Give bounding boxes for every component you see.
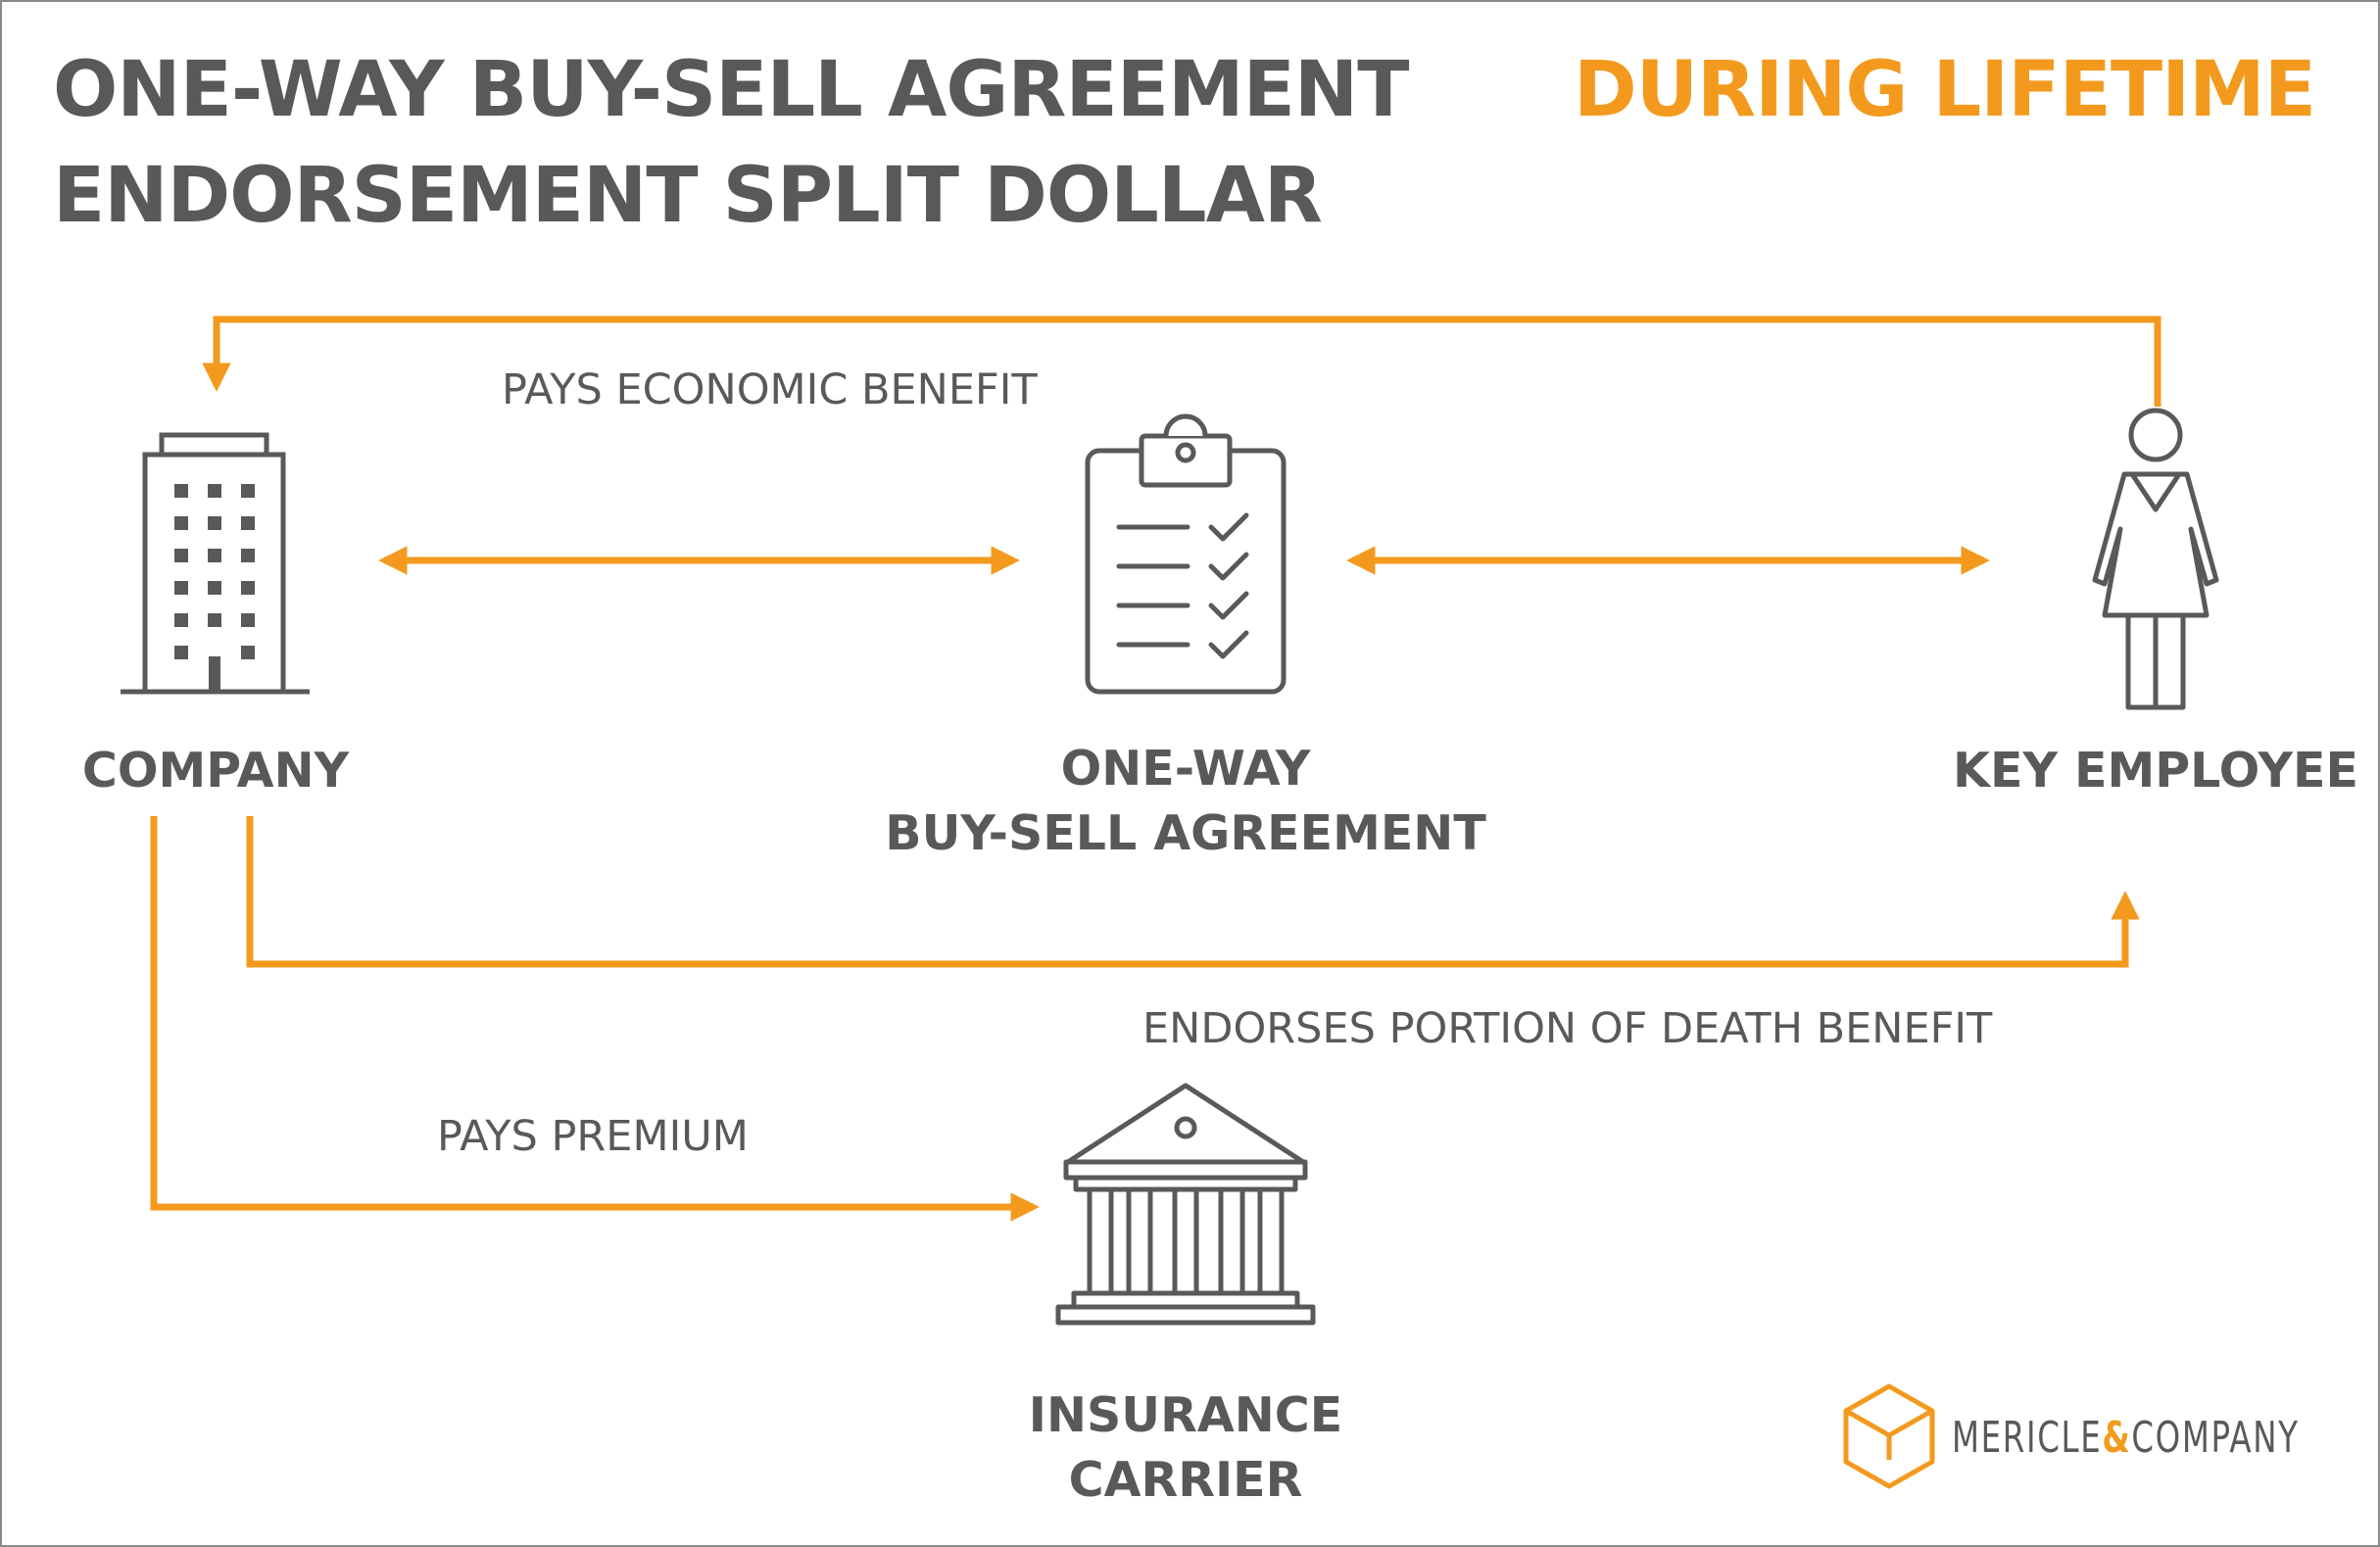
logo-name-part-2: COMPANY [2131,1413,2300,1463]
person-icon [2092,408,2219,710]
title-line-2: ENDORSEMENT SPLIT DOLLAR [53,152,1323,240]
arrow-death-benefit [246,816,2140,968]
building-icon [121,432,310,695]
economic-benefit-label: PAYS ECONOMIC BENEFIT [502,365,1038,414]
logo-name-part-1: MERICLE [1952,1413,2103,1463]
death-benefit-label: ENDORSES PORTION OF DEATH BENEFIT [1142,1004,1993,1053]
agreement-label: ONE-WAY BUY-SELL AGREEMENT [843,737,1529,866]
premium-label: PAYS PREMIUM [437,1112,749,1161]
cube-logo-icon [1843,1383,1935,1489]
company-label: COMPANY [81,743,350,798]
arrow-economic-benefit [202,315,2161,407]
bank-building-icon [1055,1083,1316,1326]
carrier-label-line-2: CARRIER [1068,1452,1303,1508]
clipboard-checklist-icon [1085,413,1287,695]
carrier-label: INSURANCE CARRIER [941,1383,1431,1513]
title-line-1: ONE-WAY BUY-SELL AGREEMENT [53,46,1409,134]
agreement-label-line-1: ONE-WAY [1060,741,1311,797]
arrow-premium [150,816,1040,1222]
page-title: ONE-WAY BUY-SELL AGREEMENT ENDORSEMENT S… [53,37,1409,249]
logo-ampersand: & [2102,1413,2132,1463]
agreement-label-line-2: BUY-SELL AGREEMENT [885,805,1486,861]
carrier-label-line-1: INSURANCE [1028,1387,1343,1443]
employee-label: KEY EMPLOYEE [1953,743,2358,798]
phase-tag: DURING LIFETIME [1573,46,2316,134]
company-logo-text: MERICLE&COMPANY [1952,1409,2300,1468]
